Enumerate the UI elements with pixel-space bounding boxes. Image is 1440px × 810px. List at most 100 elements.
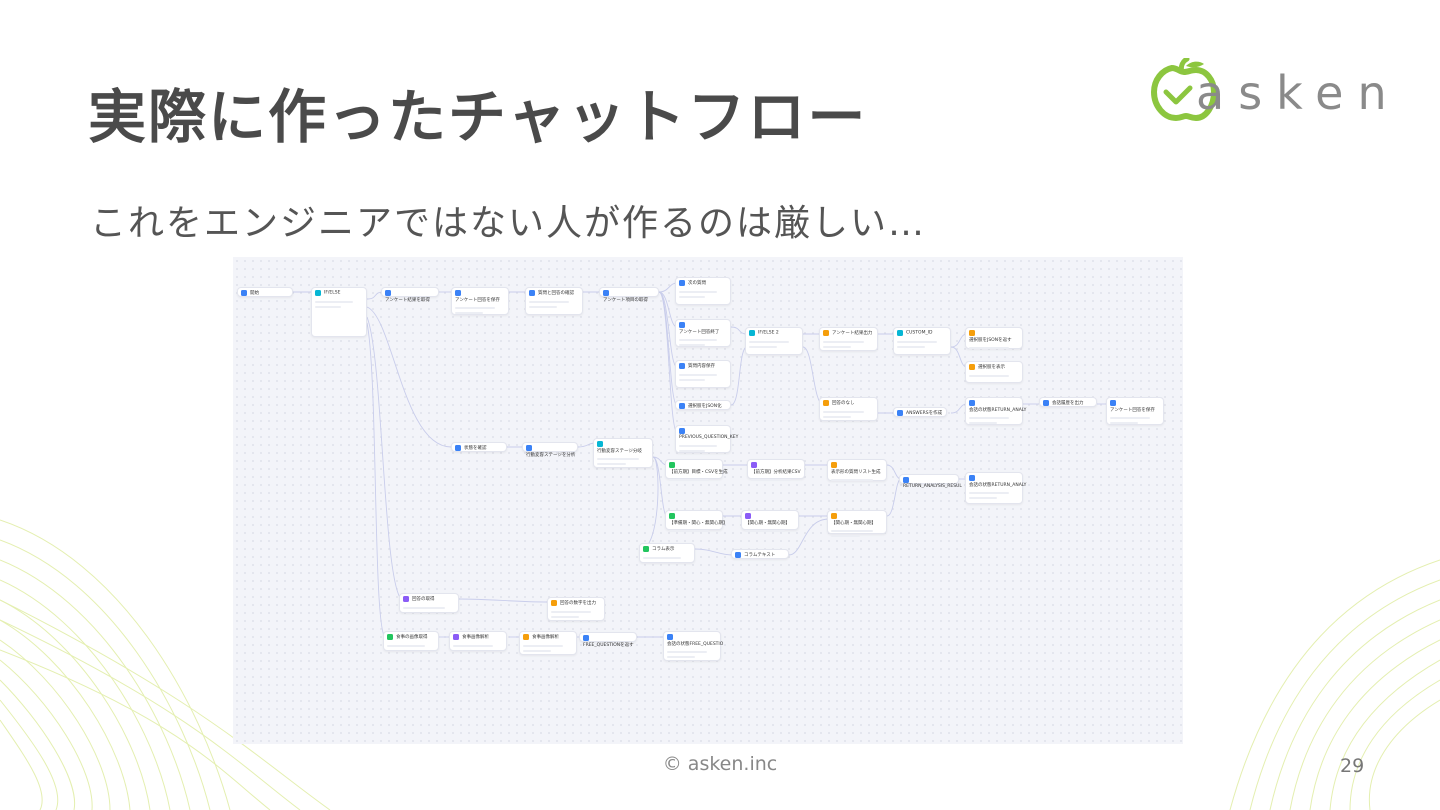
node-type-icon	[455, 290, 461, 296]
flow-node-label: 表示形の質問リスト生成	[831, 469, 881, 475]
node-detail-line	[823, 410, 864, 413]
flow-node[interactable]: FREE_QUESTIONを返す	[579, 632, 637, 648]
node-type-icon	[526, 445, 532, 451]
node-type-icon	[903, 477, 909, 483]
flow-node[interactable]: 選択肢を表示	[965, 361, 1023, 383]
flow-node-label: コラムテキスト	[744, 553, 776, 558]
node-type-icon	[969, 330, 975, 336]
flow-node[interactable]: RETURN_ANALYSIS_RESUL	[899, 474, 962, 489]
flow-node[interactable]: 【準備期・関心・無関心期】	[665, 510, 728, 532]
flow-node-label: 選択肢をJSON化	[688, 404, 722, 409]
flow-node[interactable]: 【関心期・無関心期】	[741, 510, 799, 532]
flow-node-label: 回答のなし	[832, 401, 855, 406]
node-type-icon	[551, 600, 557, 606]
flow-node[interactable]: 【関心期・無関心期】	[827, 510, 887, 537]
flow-node-label: アンケート結果を取得	[385, 297, 430, 303]
node-type-icon	[751, 462, 757, 468]
flow-node[interactable]: 回答のなし	[819, 397, 878, 421]
flow-node[interactable]: 選択肢をJSONを返す	[965, 327, 1023, 349]
flow-node[interactable]: 選択肢をJSON化	[675, 400, 731, 410]
flow-node[interactable]: 質問と回答の確認	[525, 287, 583, 315]
flow-node-label: コラム表示	[652, 547, 675, 552]
node-detail-line	[597, 458, 639, 460]
node-type-icon	[385, 290, 391, 296]
node-detail-line	[831, 530, 873, 532]
node-detail-line	[1110, 422, 1138, 424]
flow-node[interactable]: 食事の画像取得	[383, 631, 439, 651]
flow-node[interactable]: CUSTOM_ID	[893, 327, 951, 355]
flow-node[interactable]: 食事画像解析	[449, 631, 507, 651]
node-detail-line	[551, 610, 591, 613]
node-detail-line	[529, 300, 569, 303]
flow-node[interactable]: コラム表示	[639, 543, 695, 563]
node-type-icon	[679, 322, 685, 328]
flow-node-label: 開始	[250, 291, 259, 296]
flow-node[interactable]: 食事画像解析	[519, 631, 577, 655]
slide-subtitle: これをエンジニアではない人が作るのは厳しい…	[90, 203, 927, 244]
flow-node[interactable]: 会話の状態RETURN_ANALY	[965, 472, 1027, 504]
node-detail-line	[823, 345, 852, 348]
node-detail-line	[679, 449, 706, 452]
flow-node-label: アンケート結果出力	[832, 331, 873, 336]
node-detail-line	[679, 290, 718, 293]
node-type-icon	[679, 428, 685, 434]
node-type-icon	[241, 290, 247, 296]
node-detail-line	[831, 535, 860, 537]
flow-node[interactable]: ANSWERSを作成	[893, 407, 947, 417]
flow-node[interactable]: 表示形の質問リスト生成	[827, 459, 887, 481]
flow-node[interactable]: アンケート回答を保存	[1106, 397, 1164, 425]
flow-node[interactable]: 会話の状態FREE_QUESTIO	[663, 631, 724, 661]
flow-node[interactable]: 状態を確認	[451, 442, 507, 452]
node-detail-line	[523, 644, 563, 647]
node-detail-line	[969, 417, 1009, 419]
node-detail-line	[679, 344, 706, 346]
flow-node[interactable]: 会話の状態RETURN_ANALY	[965, 397, 1027, 425]
flow-node-label: 回答の数字を出力	[560, 601, 596, 606]
flow-node[interactable]: 次の質問	[675, 277, 731, 305]
flow-node[interactable]: PREVIOUS_QUESTION_KEY	[675, 425, 738, 453]
node-type-icon	[643, 546, 649, 552]
flow-node[interactable]: 回答の数字を出力	[547, 597, 605, 621]
flow-node-label: 状態を確認	[464, 446, 487, 451]
flow-node[interactable]: 行動変容ステージを分析	[522, 442, 578, 458]
flow-node[interactable]: 回答の取得	[399, 593, 459, 613]
flow-node[interactable]: 質問内容保存	[675, 360, 731, 388]
flow-node-label: 会話の状態RETURN_ANALY	[969, 482, 1027, 488]
flow-node[interactable]: 会話履歴を出力	[1039, 397, 1097, 407]
flow-node[interactable]: IF/ELSE 2	[745, 327, 803, 355]
node-type-icon	[669, 513, 675, 519]
flow-node[interactable]: アンケート結果出力	[819, 327, 878, 351]
flow-node-label: 【前方期】目標・CSVを生成	[669, 469, 728, 475]
flow-node-label: ANSWERSを作成	[906, 411, 943, 416]
node-detail-line	[897, 345, 925, 348]
flow-node-label: 会話の状態FREE_QUESTIO	[667, 641, 724, 647]
node-detail-line	[969, 497, 997, 499]
node-type-icon	[387, 634, 393, 640]
flow-node[interactable]: IF/ELSE	[311, 287, 367, 337]
flow-node-label: 会話の状態RETURN_ANALY	[969, 407, 1027, 413]
flow-node[interactable]: 行動変容ステージ分岐	[593, 438, 653, 468]
node-type-icon	[669, 462, 675, 468]
node-detail-line	[523, 649, 551, 652]
flow-node[interactable]: アンケート回答を保存	[451, 287, 509, 315]
flow-node-label: 回答の取得	[412, 597, 435, 602]
flow-node[interactable]: アンケート結果を取得	[381, 287, 439, 303]
flow-node-label: 行動変容ステージ分岐	[597, 448, 642, 454]
flow-node[interactable]: 【前方期】分析結果CSV	[747, 459, 805, 481]
flow-node-label: CUSTOM_ID	[906, 330, 933, 336]
node-detail-line	[669, 479, 709, 481]
flow-node[interactable]: 開始	[237, 287, 293, 297]
flow-node-label: 選択肢をJSONを返す	[969, 337, 1012, 343]
flow-node[interactable]: コラムテキスト	[731, 549, 789, 559]
node-type-icon	[897, 330, 903, 336]
node-detail-line	[969, 422, 997, 424]
flow-node[interactable]: 【前方期】目標・CSVを生成	[665, 459, 728, 481]
node-detail-line	[749, 345, 777, 348]
flow-node-label: 会話履歴を出力	[1052, 401, 1084, 406]
flow-node[interactable]: アンケート項目の取得	[599, 287, 659, 303]
flow-node-label: IF/ELSE 2	[758, 330, 779, 336]
node-type-icon	[403, 596, 409, 602]
flow-node[interactable]: アンケート回答終了	[675, 319, 731, 347]
flow-node-label: PREVIOUS_QUESTION_KEY	[679, 434, 739, 440]
